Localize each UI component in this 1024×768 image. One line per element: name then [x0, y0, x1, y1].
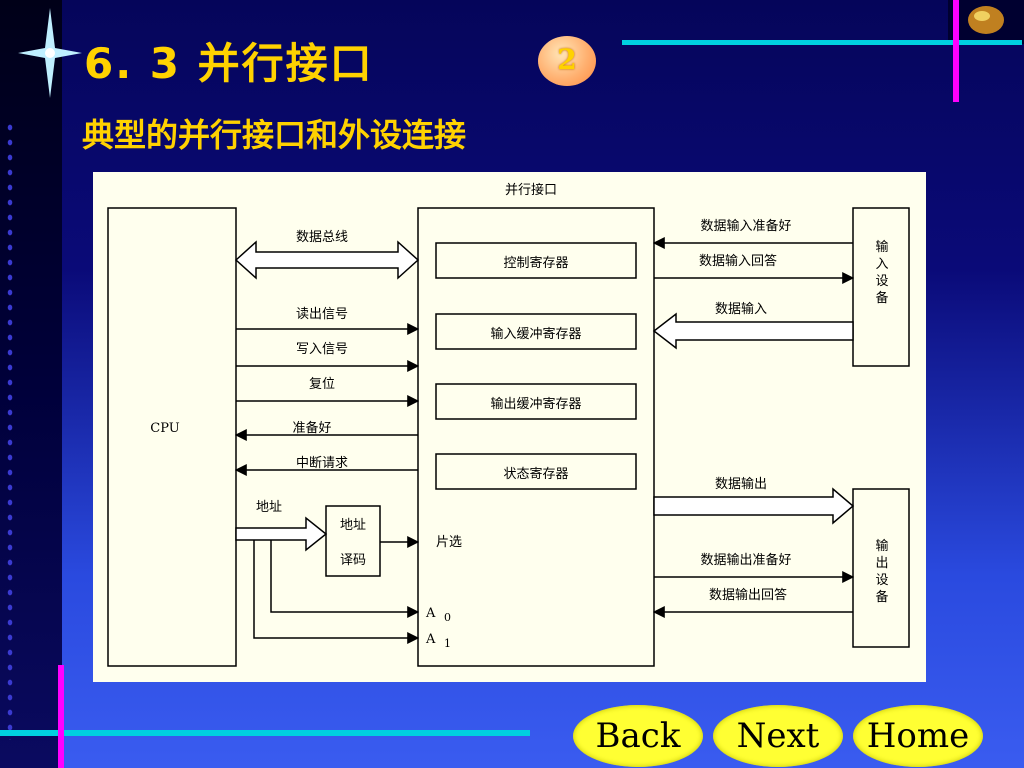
interface-title: 并行接口 [505, 182, 557, 198]
globe-icon [968, 6, 1004, 34]
input-ack-label: 数据输入回答 [699, 253, 777, 269]
output-data-arrow [653, 487, 855, 525]
bottom-magenta-line [58, 665, 64, 768]
input-device-char-3: 设 [875, 274, 888, 289]
home-button[interactable]: Home [853, 705, 983, 767]
input-buffer-register-label: 输入缓冲寄存器 [490, 326, 581, 342]
address-label: 地址 [256, 500, 282, 515]
output-data-label: 数据输出 [715, 476, 767, 492]
data-bus-arrow [234, 240, 420, 280]
status-register-label: 状态寄存器 [503, 466, 568, 482]
output-device-char-1: 输 [875, 538, 888, 554]
address-decoder-box [325, 505, 381, 577]
input-buffer-register-box [435, 313, 637, 350]
left-decor-strip [0, 0, 62, 768]
cpu-box [107, 207, 237, 667]
a0-address-line [270, 540, 420, 618]
control-register-label: 控制寄存器 [503, 255, 568, 271]
output-device-box [852, 488, 910, 648]
a0-pin-letter: A [425, 606, 436, 621]
next-button[interactable]: Next [713, 705, 843, 767]
a1-pin-sub: 1 [444, 637, 451, 650]
reset-signal-label: 复位 [309, 377, 335, 392]
output-ack-label: 数据输出回答 [709, 587, 787, 603]
write-signal-label: 写入信号 [296, 342, 348, 357]
output-buffer-register-box [435, 383, 637, 420]
a0-pin-sub: 0 [444, 611, 451, 624]
a1-pin-letter: A [425, 632, 436, 647]
input-device-box [852, 207, 910, 367]
input-ready-label: 数据输入准备好 [700, 218, 791, 234]
bottom-cyan-line [0, 730, 530, 736]
parallel-interface-diagram: 并行接口 CPU 控制寄存器 输入缓冲寄存器 输出缓冲寄存器 状态寄存器 数据总… [93, 172, 926, 682]
output-buffer-register-label: 输出缓冲寄存器 [490, 396, 581, 412]
decor-dots [4, 120, 16, 740]
ready-signal-label: 准备好 [292, 420, 331, 436]
diagram-canvas: 并行接口 CPU 控制寄存器 输入缓冲寄存器 输出缓冲寄存器 状态寄存器 数据总… [107, 182, 910, 667]
top-cyan-line [622, 40, 1022, 45]
input-data-arrow [652, 312, 854, 350]
globe-decor [948, 0, 1024, 44]
top-magenta-line [953, 0, 959, 102]
sparkle-star-icon [18, 8, 82, 98]
cpu-label: CPU [150, 421, 179, 436]
slide-subtitle: 典型的并行接口和外设连接 [82, 116, 467, 154]
read-signal-label: 读出信号 [296, 307, 348, 322]
input-device-char-2: 入 [875, 257, 888, 272]
data-bus-label: 数据总线 [296, 230, 348, 245]
status-register-box [435, 453, 637, 490]
slide-title: 6. 3 并行接口 [84, 39, 374, 88]
address-bus-arrow [235, 516, 328, 552]
output-device-char-2: 出 [875, 556, 888, 571]
a1-address-line [253, 540, 420, 644]
input-device-char-4: 备 [875, 290, 888, 306]
chip-select-label: 片选 [436, 535, 462, 550]
control-register-box [435, 242, 637, 279]
output-device-char-4: 备 [875, 589, 888, 605]
page-number-badge: 2 [538, 36, 596, 86]
decoder-label-line1: 地址 [340, 518, 366, 533]
decoder-label-line2: 译码 [340, 553, 366, 568]
output-ready-label: 数据输出准备好 [700, 552, 791, 568]
input-data-label: 数据输入 [715, 301, 767, 317]
output-device-char-3: 设 [875, 573, 888, 588]
input-device-char-1: 输 [875, 239, 888, 255]
interface-box [417, 207, 655, 667]
back-button[interactable]: Back [573, 705, 703, 767]
interrupt-request-label: 中断请求 [296, 456, 348, 471]
